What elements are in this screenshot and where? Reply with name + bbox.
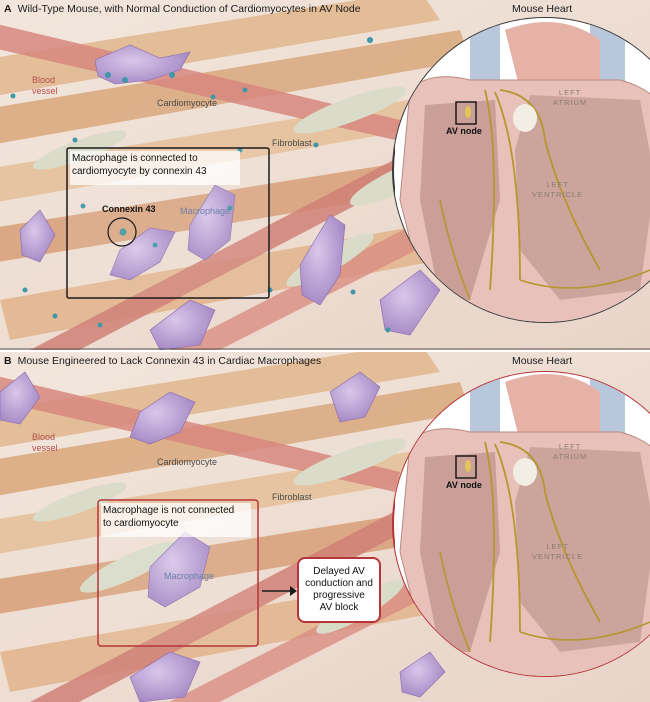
heart-label-av-node-a: AV node xyxy=(446,126,482,136)
panel-b-illustration xyxy=(0,352,650,702)
heart-label-ventricle-b: LEFT VENTRICLE xyxy=(532,542,584,561)
label-cardiomyocyte-a: Cardiomyocyte xyxy=(157,98,218,108)
label-fibroblast-a: Fibroblast xyxy=(272,138,312,148)
heart-label-ventricle-a: LEFT VENTRICLE xyxy=(532,180,584,199)
callout-frame-a xyxy=(66,147,270,299)
panel-a-letter: A xyxy=(4,3,12,15)
heart-label-atrium-b: LEFT ATRIUM xyxy=(553,442,588,461)
panel-b-title: Mouse Engineered to Lack Connexin 43 in … xyxy=(17,355,322,367)
label-macrophage-a: Macrophage xyxy=(180,206,231,216)
macrophage-cells xyxy=(19,44,441,350)
callout-text-a: Macrophage is connected to cardiomyocyte… xyxy=(72,153,207,177)
label-macrophage-b: Macrophage xyxy=(164,571,215,581)
panel-b: B Mouse Engineered to Lack Connexin 43 in… xyxy=(0,352,650,702)
panel-b-heart-title: Mouse Heart xyxy=(512,355,573,367)
panel-a-title: Wild-Type Mouse, with Normal Conduction … xyxy=(17,3,361,15)
heart-inset-b xyxy=(392,371,650,677)
callout-text-b: Macrophage is not connected to cardiomyo… xyxy=(103,505,235,529)
panel-b-header: B Mouse Engineered to Lack Connexin 43 in… xyxy=(4,355,321,367)
connexin-highlight-circle xyxy=(107,217,137,247)
panel-b-letter: B xyxy=(4,355,12,367)
label-blood-vessel-a: Blood vessel xyxy=(32,75,58,96)
panel-divider xyxy=(0,350,650,352)
heart-label-atrium-a: LEFT ATRIUM xyxy=(553,88,588,107)
heart-inset-a xyxy=(392,17,650,323)
connexin-43-dots xyxy=(10,37,391,333)
panel-a-header: A Wild-Type Mouse, with Normal Conduction… xyxy=(4,3,361,15)
label-connexin-43: Connexin 43 xyxy=(102,204,156,214)
label-cardiomyocyte-b: Cardiomyocyte xyxy=(157,457,218,467)
result-box: Delayed AV conduction and progressive AV… xyxy=(297,557,381,623)
label-blood-vessel-b: Blood vessel xyxy=(32,432,58,453)
panel-a-illustration xyxy=(0,0,650,350)
panel-a-heart-title: Mouse Heart xyxy=(512,3,573,15)
label-fibroblast-b: Fibroblast xyxy=(272,492,312,502)
arrow-to-result xyxy=(262,586,297,596)
panel-a: A Wild-Type Mouse, with Normal Conduction… xyxy=(0,0,650,350)
result-text: Delayed AV conduction and progressive AV… xyxy=(305,566,373,613)
heart-label-av-node-b: AV node xyxy=(446,480,482,490)
